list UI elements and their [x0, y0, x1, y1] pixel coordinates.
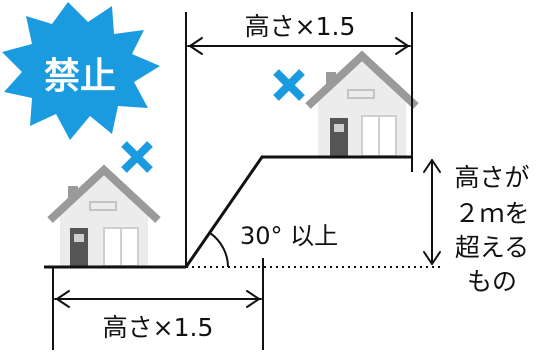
angle-label: 30° 以上 — [240, 222, 338, 250]
height-label-line-2: ２ｍを — [454, 199, 529, 228]
house-upper-door-window — [334, 124, 344, 132]
cliff-slope — [184, 155, 412, 268]
height-arrowhead-top — [423, 159, 441, 173]
house-lower-roof — [47, 164, 161, 223]
cross-mark-lower-icon — [121, 141, 153, 173]
top-dimension-label: 高さ×1.5 — [245, 12, 356, 41]
cross-mark-upper-icon — [273, 69, 305, 101]
house-upper — [305, 50, 419, 157]
house-lower-door — [70, 228, 88, 266]
badge-text: 禁止 — [44, 56, 116, 97]
house-upper-roof — [305, 50, 419, 109]
bottom-arrowhead-left — [56, 290, 70, 308]
house-upper-door — [330, 118, 348, 156]
bottom-arrowhead-right — [246, 290, 260, 308]
starburst-icon — [2, 2, 160, 140]
house-lower-door-window — [74, 234, 84, 242]
house-upper-wall-gable — [318, 62, 406, 100]
dimension-arrows — [54, 37, 441, 308]
terrain — [44, 155, 440, 269]
height-arrowhead-bottom — [423, 251, 441, 265]
house-upper-vent — [347, 89, 375, 99]
house-lower — [47, 164, 161, 267]
house-lower-vent — [89, 201, 117, 211]
bottom-dimension-label: 高さ×1.5 — [103, 313, 214, 342]
top-arrowhead-left — [189, 37, 203, 55]
height-label: 高さが ２ｍを 超える もの — [454, 163, 529, 296]
height-label-line-3: 超える — [455, 233, 529, 262]
angle-arc — [209, 232, 229, 268]
forbidden-badge: 禁止 — [2, 2, 160, 140]
reference-lines — [52, 12, 413, 350]
top-arrowhead-right — [395, 37, 409, 55]
height-label-line-1: 高さが — [454, 163, 529, 192]
height-label-line-4: もの — [467, 267, 517, 296]
house-lower-wall-gable — [60, 176, 148, 214]
